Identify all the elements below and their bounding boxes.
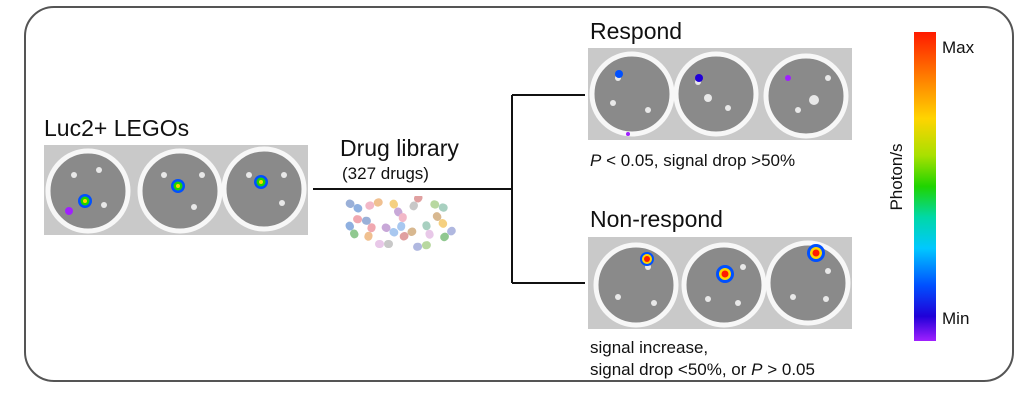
luc2-legos-image bbox=[44, 145, 308, 235]
photon-axis-label: Photon/s bbox=[887, 143, 906, 211]
drug-pill bbox=[353, 215, 371, 225]
drug-pill bbox=[397, 213, 407, 231]
nonrespond-label: Non-respond bbox=[590, 206, 723, 232]
drug-pill bbox=[381, 223, 399, 237]
drug-pill bbox=[422, 221, 434, 239]
nonrespond-criteria-line1: signal increase, bbox=[590, 338, 709, 357]
nonrespond-criteria-post: > 0.05 bbox=[762, 360, 815, 379]
drug-pill bbox=[432, 212, 448, 228]
figure-frame bbox=[24, 6, 1014, 382]
luc2-legos-label: Luc2+ LEGOs bbox=[44, 115, 190, 141]
scale-min-label: Min bbox=[942, 309, 970, 328]
drug-pill bbox=[364, 223, 376, 241]
drug-pill bbox=[409, 196, 423, 211]
respond-criteria-text: < 0.05, signal drop >50% bbox=[601, 151, 796, 170]
drug-pill bbox=[345, 199, 363, 213]
scale-max-label: Max bbox=[942, 38, 975, 57]
nonrespond-image bbox=[588, 237, 852, 329]
drug-pill bbox=[345, 221, 359, 239]
drug-library-label: Drug library bbox=[340, 135, 459, 161]
p-symbol: P bbox=[590, 151, 602, 170]
drug-pill bbox=[413, 241, 431, 251]
drug-count-label: (327 drugs) bbox=[342, 164, 429, 183]
drug-pill bbox=[365, 198, 383, 210]
nonrespond-criteria-line2: signal drop <50%, or P > 0.05 bbox=[590, 360, 815, 380]
respond-image bbox=[588, 48, 852, 140]
drug-pill bbox=[430, 200, 448, 212]
drug-pill bbox=[375, 240, 393, 248]
drug-pills-illustration bbox=[345, 196, 456, 251]
drug-pill bbox=[399, 227, 417, 241]
nonrespond-criteria-pre: signal drop <50%, or bbox=[590, 360, 752, 379]
photon-color-scale bbox=[914, 32, 936, 341]
drug-pill bbox=[440, 226, 456, 242]
respond-label: Respond bbox=[590, 18, 683, 44]
respond-criteria: P < 0.05, signal drop >50% bbox=[590, 151, 795, 171]
p-symbol: P bbox=[751, 360, 763, 379]
